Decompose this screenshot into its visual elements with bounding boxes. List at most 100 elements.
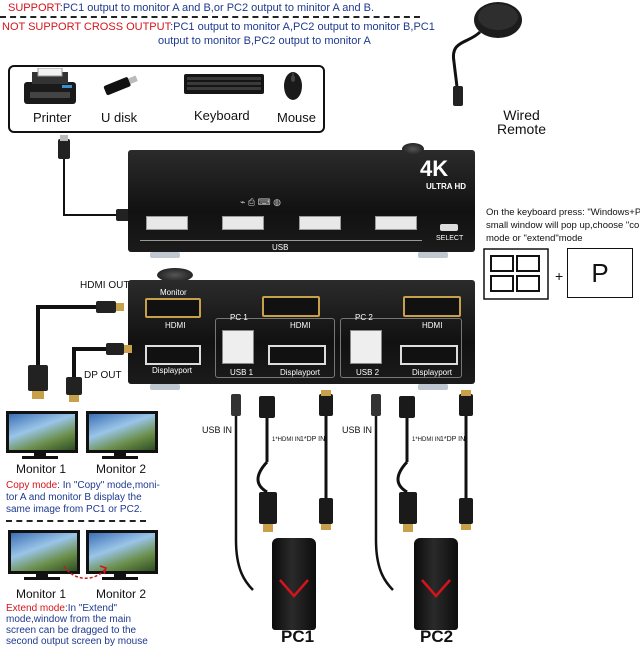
wired-remote-line2: Remote xyxy=(497,121,547,137)
pc2-tower xyxy=(414,538,458,630)
extend-monitor-2-base xyxy=(102,577,138,580)
copy-monitor-1-stand xyxy=(34,450,46,456)
extend-mode-line3: screen can be dragged to the xyxy=(6,625,137,636)
hdmi-out-label: HDMI xyxy=(165,321,186,330)
hdmi-out-port xyxy=(145,298,201,318)
wired-remote-label: Wired Remote xyxy=(497,108,546,136)
pc1-red-accent xyxy=(279,579,309,598)
device-foot-back-left xyxy=(150,384,180,390)
monitor-out-label: Monitor xyxy=(160,288,187,297)
pc1-label: PC1 xyxy=(281,627,315,646)
windows-key-icon xyxy=(483,248,549,300)
copy-monitor-1-screen xyxy=(6,411,78,453)
printer-label: Printer xyxy=(33,110,72,125)
pc1-dp-port xyxy=(268,345,326,365)
copy-mode-text: Copy mode: In "Copy" mode,moni- tor A an… xyxy=(6,480,160,516)
extend-monitor-1-stand xyxy=(36,571,48,577)
copy-mode-line2: tor A and monitor B display the xyxy=(6,492,142,503)
pc2-usb-b-port xyxy=(350,330,382,364)
pc1-usb-b-port xyxy=(222,330,254,364)
copy-monitor-2-label: Monitor 2 xyxy=(96,462,147,476)
pc1-tower xyxy=(272,538,316,630)
pc2-group-label: PC 2 xyxy=(355,313,373,322)
pc2-red-accent xyxy=(421,579,451,598)
badge-ultrahd: ULTRA HD xyxy=(426,182,466,191)
output-cables xyxy=(28,301,132,402)
pc1-group-label: PC 1 xyxy=(230,313,248,322)
not-support-text-1: :PC1 output to monitor A,PC2 output to m… xyxy=(170,21,435,33)
pc2-usb-label: USB 2 xyxy=(356,368,380,377)
usb-port-4 xyxy=(375,216,417,230)
device-foot-back-right xyxy=(418,384,448,390)
peripheral-glyph-row: ⌁ ⎙ ⌨ ◍ xyxy=(240,197,281,207)
dp-in-label-1: 1*DP IN xyxy=(300,436,326,443)
pc1-group-frame xyxy=(215,318,335,378)
not-support-text-2: output to monitor B,PC2 output to monito… xyxy=(158,35,371,47)
keyboard-icon xyxy=(184,74,264,94)
extend-mode-line4: second output screen by mouse xyxy=(6,636,148,647)
copy-mode-line1: : In "Copy" mode,moni- xyxy=(57,480,160,491)
p-key: P xyxy=(567,248,633,298)
udisk-label: U disk xyxy=(101,110,138,125)
usb-port-2 xyxy=(222,216,264,230)
extend-monitor-2-label: Monitor 2 xyxy=(96,587,147,601)
support-line: SUPPORT:PC1 output to monitor A and B,or… xyxy=(8,2,374,15)
kvm-switch-front xyxy=(128,150,475,252)
pc1-hdmi-port xyxy=(262,296,320,317)
pc2-group-frame xyxy=(340,318,462,378)
not-support-label: NOT SUPPORT CROSS OUTPUT xyxy=(2,21,171,33)
usb-group-label: USB xyxy=(272,243,289,252)
extend-monitor-1-label: Monitor 1 xyxy=(16,587,67,601)
extend-monitor-2-stand xyxy=(114,571,126,577)
wired-remote-icon xyxy=(451,2,522,106)
device-foot-top-left xyxy=(150,252,180,258)
mode-divider xyxy=(6,520,146,522)
copy-monitor-2-screen xyxy=(86,411,158,453)
pc1-input-cables xyxy=(231,390,333,591)
back-knob xyxy=(157,268,193,282)
copy-monitor-1-base xyxy=(22,456,58,459)
usb-port-3 xyxy=(299,216,341,230)
extend-monitor-1-base xyxy=(24,577,60,580)
extend-mode-line2: mode,window from the main xyxy=(6,614,132,625)
copy-mode-label: Copy mode xyxy=(6,480,58,491)
usb-group-line xyxy=(140,240,422,241)
usb-port-1 xyxy=(146,216,188,230)
mouse-label: Mouse xyxy=(277,110,317,125)
mouse-icon xyxy=(284,72,302,100)
support-text: :PC1 output to monitor A and B,or PC2 ou… xyxy=(59,2,375,14)
printer-icon xyxy=(24,68,76,104)
keyboard-tip-line1: On the keyboard press: "Windows+P",a xyxy=(486,207,640,218)
plus-sign: + xyxy=(555,268,564,284)
dp-in-label-2: 1*DP IN xyxy=(440,436,466,443)
not-support-line: NOT SUPPORT CROSS OUTPUT:PC1 output to m… xyxy=(2,21,435,34)
pc2-hdmi-label: HDMI xyxy=(422,321,443,330)
select-button[interactable] xyxy=(440,224,458,231)
extend-mode-text: Extend mode:In "Extend" mode,window from… xyxy=(6,603,148,647)
copy-monitor-2-stand xyxy=(114,450,126,456)
hdmi-in-label-2: 1*HDMI IN xyxy=(412,437,441,443)
dp-out-label: Displayport xyxy=(152,366,193,375)
usb-cable-to-hub xyxy=(58,135,138,221)
extend-mode-label: Extend mode xyxy=(6,603,65,614)
pc2-dp-port xyxy=(400,345,458,365)
pc2-label: PC2 xyxy=(420,627,454,646)
copy-monitor-2-base xyxy=(102,456,138,459)
pc2-input-cables xyxy=(371,390,473,591)
support-label: SUPPORT xyxy=(8,2,60,14)
keyboard-tip-line2: small window will pop up,choose "copy" xyxy=(486,220,640,231)
device-foot-top-right xyxy=(418,252,448,258)
wired-remote-line1: Wired xyxy=(503,107,540,123)
hdmi-out-cable-label: HDMI OUT xyxy=(80,280,130,291)
divider xyxy=(0,16,420,18)
pc1-usb-label: USB 1 xyxy=(230,368,254,377)
hdmi-in-label-1: 1*HDMI IN xyxy=(272,437,301,443)
keyboard-tip: On the keyboard press: "Windows+P",a sma… xyxy=(486,206,640,245)
drag-arrow-icon xyxy=(63,565,107,579)
pc1-dp-label: Displayport xyxy=(280,368,321,377)
extend-mode-line1: :In "Extend" xyxy=(64,603,118,614)
keyboard-tip-line3: mode or "extend"mode xyxy=(486,233,583,244)
dp-out-cable-label: DP OUT xyxy=(84,370,122,381)
copy-mode-line3: same image from PC1 or PC2. xyxy=(6,504,143,515)
usb-in-label-1: USB IN xyxy=(202,425,233,435)
